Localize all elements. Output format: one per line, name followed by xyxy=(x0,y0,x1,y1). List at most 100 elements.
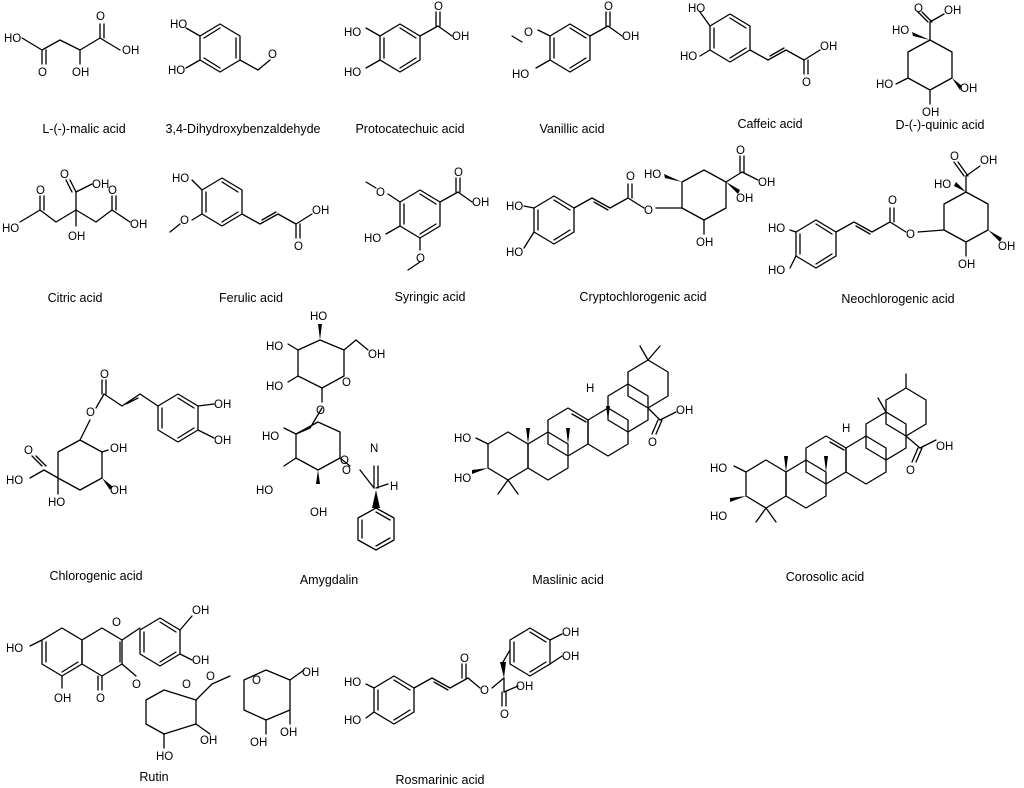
compound-name: 3,4-Dihydroxybenzaldehyde xyxy=(166,122,321,136)
atom-label: HO xyxy=(688,3,705,15)
atom-label: OH xyxy=(960,83,977,95)
atom-label: HO xyxy=(170,19,187,31)
atom-label: HO xyxy=(256,485,273,497)
atom-label: O xyxy=(100,369,109,381)
atom-label: OH xyxy=(280,727,297,739)
structure-syringic: O HO O O OH xyxy=(364,167,489,271)
structure-chlorogenic: O O OH OH OH OH O HO HO xyxy=(6,369,231,509)
atom-label: OH xyxy=(998,241,1015,253)
atom-label: HO xyxy=(892,25,909,37)
atom-label: O xyxy=(340,455,349,467)
compound-name: Syringic acid xyxy=(395,290,466,304)
structure-protocatechuic: HO HO O OH xyxy=(344,1,469,79)
atom-label: HO xyxy=(48,497,65,509)
atom-label: HO xyxy=(710,463,727,475)
atom-label: O xyxy=(182,679,191,691)
atom-label: HO xyxy=(6,475,23,487)
atom-label: HO xyxy=(344,27,361,39)
structure-quinic: O OH HO OH HO OH xyxy=(876,3,977,119)
atom-label: HO xyxy=(512,69,529,81)
atom-label: O xyxy=(434,1,443,13)
structure-maslinic: HO HO H OH O xyxy=(454,345,693,495)
compound-name: L-(-)-malic acid xyxy=(42,122,125,136)
structure-amygdalin: HO HO OH HO O O HO HO OH O N H O xyxy=(256,311,398,551)
structure-caffeic: HO HO O OH xyxy=(680,3,837,89)
atom-label: HO xyxy=(266,381,283,393)
atom-label: O xyxy=(36,185,45,197)
atom-label: O xyxy=(268,49,277,61)
atom-label: O xyxy=(38,67,47,79)
atom-label: O xyxy=(86,407,95,419)
atom-label: OH xyxy=(944,5,961,17)
atom-label: O xyxy=(108,185,117,197)
atom-label: O xyxy=(802,77,811,89)
atom-label: OH xyxy=(92,179,109,191)
atom-label: HO xyxy=(506,201,523,213)
atom-label: OH xyxy=(562,627,579,639)
compound-name: Protocatechuic acid xyxy=(355,122,464,136)
compound-name: Corosolic acid xyxy=(786,570,865,584)
atom-label: OH xyxy=(936,441,953,453)
atom-label: HO xyxy=(934,179,951,191)
atom-label: O xyxy=(906,465,915,477)
atom-label: OH xyxy=(516,681,533,693)
atom-label: OH xyxy=(110,485,127,497)
atom-label: O xyxy=(524,27,533,39)
atom-label: O xyxy=(294,241,303,253)
compound-name: Neochlorogenic acid xyxy=(841,292,954,306)
atom-label: OH xyxy=(622,31,639,43)
compound-name: Amygdalin xyxy=(300,573,358,587)
atom-label: OH xyxy=(312,205,329,217)
atom-label: O xyxy=(950,151,959,163)
atom-label: O xyxy=(500,709,509,721)
compound-name: Cryptochlorogenic acid xyxy=(579,290,706,304)
atom-label: HO xyxy=(172,173,189,185)
structure-neochlorogenic: HO HO O O O OH HO OH OH xyxy=(768,151,1015,277)
atom-label: HO xyxy=(506,247,523,259)
atom-label: HO xyxy=(364,233,381,245)
atom-label: O xyxy=(604,1,613,13)
compound-name: Citric acid xyxy=(48,291,103,305)
atom-label: OH xyxy=(980,155,997,167)
atom-label: O xyxy=(60,169,69,181)
atom-label: O xyxy=(206,671,215,683)
atom-label: OH xyxy=(192,655,209,667)
atom-label: H xyxy=(586,383,594,395)
atom-label: O xyxy=(416,253,425,265)
structure-ferulic: HO O O OH xyxy=(169,173,329,253)
atom-label: HO xyxy=(262,431,279,443)
atom-label: OH xyxy=(302,667,319,679)
atom-label: HO xyxy=(876,79,893,91)
atom-label: OH xyxy=(758,177,775,189)
atom-label: O xyxy=(888,195,897,207)
atom-label: OH xyxy=(958,259,975,271)
atom-label: OH xyxy=(130,219,147,231)
atom-label: OH xyxy=(72,67,89,79)
atom-label: OH xyxy=(310,507,327,519)
atom-label: O xyxy=(376,187,385,199)
atom-label: O xyxy=(648,437,657,449)
atom-label: HO xyxy=(6,643,23,655)
atom-label: OH xyxy=(922,107,939,119)
compound-name: Chlorogenic acid xyxy=(49,569,142,583)
atom-label: HO xyxy=(310,311,327,323)
atom-label: OH xyxy=(820,41,837,53)
atom-label: HO xyxy=(344,67,361,79)
atom-label: OH xyxy=(214,399,231,411)
atom-label: H xyxy=(390,481,398,493)
atom-label: HO xyxy=(344,677,361,689)
compound-name: Caffeic acid xyxy=(737,117,802,131)
structure-citric: HO O O OH OH O OH xyxy=(2,169,147,243)
atom-label: O xyxy=(96,693,105,705)
atom-label: HO xyxy=(710,511,727,523)
atom-label: HO xyxy=(454,433,471,445)
atom-label: OH xyxy=(452,31,469,43)
structure-rosmarinic: HO HO O O O OH OH OH xyxy=(344,627,579,727)
atom-label: OH xyxy=(368,349,385,361)
atom-label: O xyxy=(626,171,635,183)
atom-label: OH xyxy=(122,45,139,57)
atom-label: OH xyxy=(214,435,231,447)
structure-cryptochlorogenic: HO HO O O HO OH O OH OH xyxy=(506,145,775,259)
compound-name: Rosmarinic acid xyxy=(396,773,485,787)
